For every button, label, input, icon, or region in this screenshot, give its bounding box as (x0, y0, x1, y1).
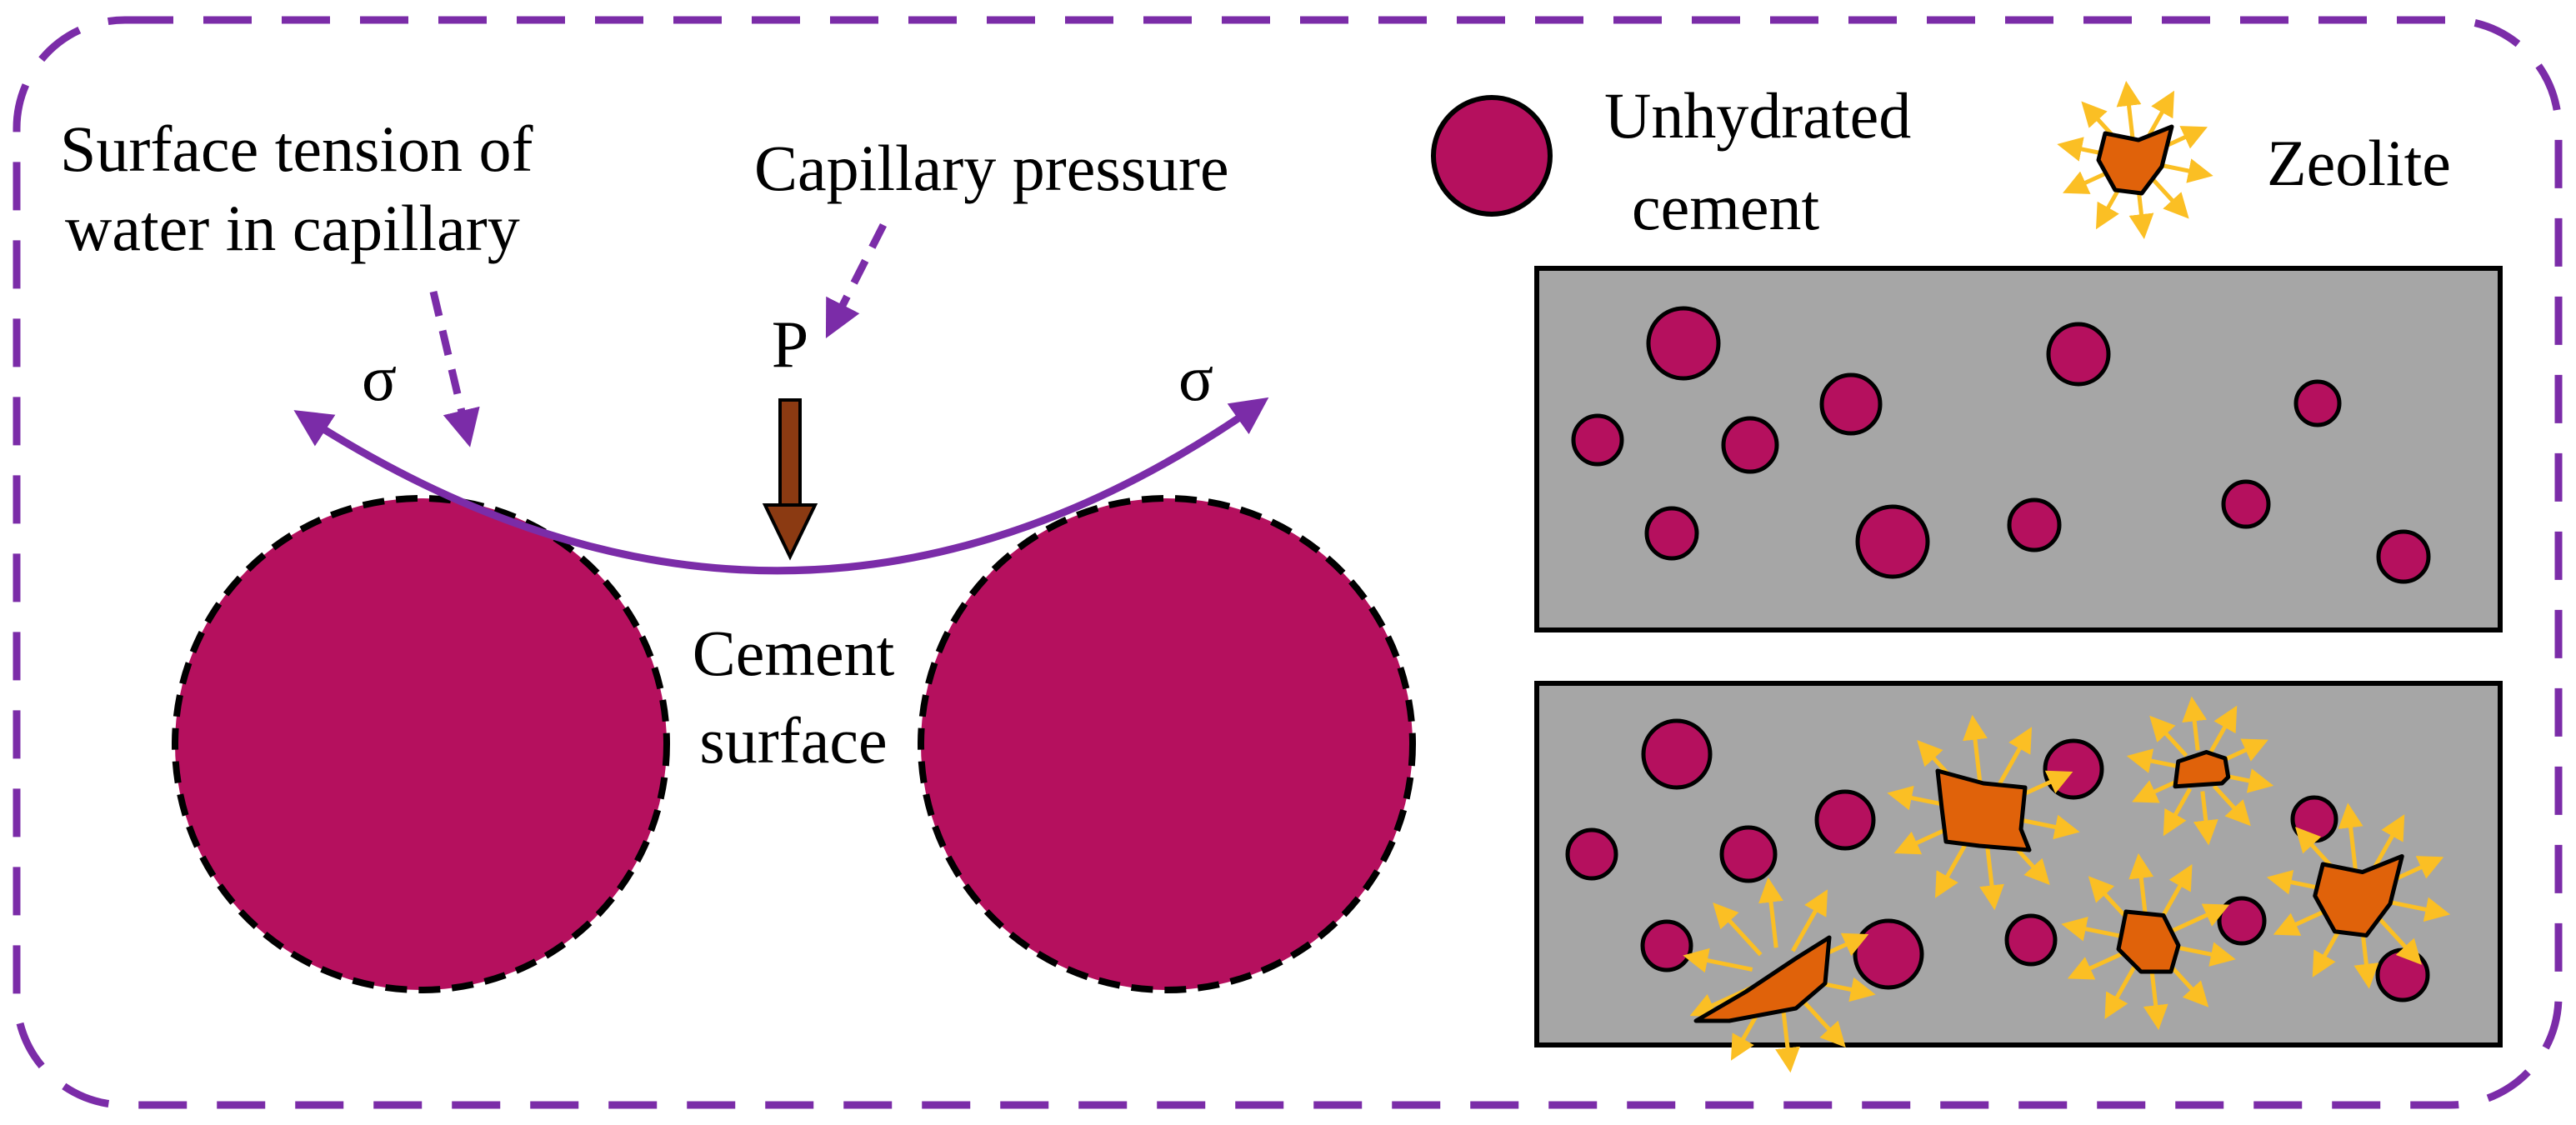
expansion-arrow (2208, 705, 2238, 754)
surface-tension-label-line2: water in capillary (65, 192, 520, 264)
expansion-arrow (2182, 696, 2208, 751)
cement-particle (2221, 479, 2271, 529)
expansion-arrow (1775, 1002, 1800, 1073)
expansion-arrow (2158, 864, 2193, 922)
cement-particle (2290, 795, 2338, 843)
surface-tension-pointer (429, 290, 480, 448)
zeolite-particle (1887, 714, 2080, 911)
cement-particle (1646, 306, 1721, 381)
legend-zeolite: Zeolite (2267, 127, 2451, 199)
cement-particle (1721, 416, 1779, 474)
right-cement-particle (918, 495, 1416, 993)
cement-particle (1814, 789, 1876, 851)
cement-particle (1719, 825, 1778, 883)
cement-surface-label-line1: Cement (693, 617, 895, 689)
zeolite-body (2173, 750, 2231, 789)
cement-particle (2217, 896, 2267, 946)
legend: Unhydrated cement Zeolite (1431, 79, 2451, 243)
cement-particle (1641, 718, 1713, 790)
cement-particle (2004, 913, 2058, 967)
cement-particle (2043, 738, 2104, 800)
cement-particle (2376, 529, 2431, 584)
expansion-arrow (2149, 715, 2188, 758)
expansion-arrow (1683, 948, 1753, 973)
expansion-arrow (2163, 788, 2193, 837)
zeolite-body (1935, 768, 2032, 852)
sigma-right-label: σ (1178, 342, 1213, 414)
matrix-box-with-zeolite (1534, 681, 2503, 1073)
matrix-box-without-zeolite (1534, 266, 2503, 632)
pressure-symbol: P (772, 308, 809, 382)
expansion-arrow (2116, 81, 2142, 139)
cement-particle (1565, 828, 1618, 881)
legend-unhydrated-line2: cement (1632, 171, 1820, 243)
expansion-arrow (2104, 962, 2138, 1019)
legend-unhydrated-line1: Unhydrated (1604, 79, 1911, 152)
zeolite-body (1693, 935, 1832, 1023)
expansion-arrow (2143, 966, 2168, 1031)
cement-particle (1853, 918, 1924, 990)
expansion-arrow (1995, 727, 2033, 790)
expansion-arrow (1791, 889, 1828, 952)
capillary-pressure-pointer (825, 222, 888, 339)
surface-tension-label-line1: Surface tension of (60, 112, 533, 185)
expansion-arrow (1963, 714, 1988, 786)
expansion-arrow (2156, 158, 2213, 183)
expansion-arrow (2172, 942, 2236, 967)
expansion-arrow (2338, 802, 2363, 871)
meniscus-curve (293, 397, 1269, 575)
cement-particle (2293, 379, 2342, 428)
expansion-arrow (2169, 903, 2230, 933)
expansion-arrow (2128, 852, 2154, 918)
zeolite-body (2313, 854, 2404, 938)
unhydrated-cement-particle-icon (1431, 95, 1553, 217)
capillary-pressure-label: Capillary pressure (754, 132, 1229, 204)
cement-particle (1819, 372, 1883, 436)
pressure-arrow (762, 398, 818, 561)
expansion-arrow (2061, 917, 2125, 942)
outer-frame (13, 16, 2563, 1109)
expansion-arrow (2148, 174, 2189, 219)
cement-surface-label-line2: surface (699, 704, 887, 777)
expansion-arrow (1979, 839, 2004, 911)
zeolite-particle (2126, 696, 2274, 846)
cement-particle (1640, 919, 1693, 972)
zeolite-particle (2061, 852, 2236, 1031)
cement-particle (2007, 498, 2062, 552)
cement-particle (1571, 413, 1624, 467)
expansion-arrow (1713, 902, 1763, 957)
capillary-panel: Surface tension of water in capillary Ca… (60, 112, 1416, 993)
zeolite-particle (1683, 877, 1876, 1073)
cement-particle (2375, 948, 2430, 1002)
expansion-arrow (1796, 993, 1846, 1048)
cement-particle (1644, 506, 1699, 561)
cement-particle (2046, 322, 2111, 387)
sigma-left-label: σ (362, 342, 397, 414)
expansion-arrow (2374, 913, 2422, 965)
left-cement-particle (172, 495, 670, 993)
expansion-arrow (2383, 897, 2451, 922)
cement-particle (1855, 504, 1930, 579)
zeolite-body (2096, 124, 2174, 196)
expansion-arrow (1758, 877, 1783, 948)
expansion-arrow (2193, 791, 2218, 846)
zeolite-body (2116, 909, 2181, 974)
expansion-arrow (2067, 950, 2128, 980)
zeolite-particle-icon (2057, 81, 2213, 239)
expansion-arrow (2369, 814, 2405, 874)
expansion-arrow (2212, 784, 2251, 827)
expansion-arrow (2126, 748, 2181, 773)
zeolite-particle (2266, 802, 2451, 989)
